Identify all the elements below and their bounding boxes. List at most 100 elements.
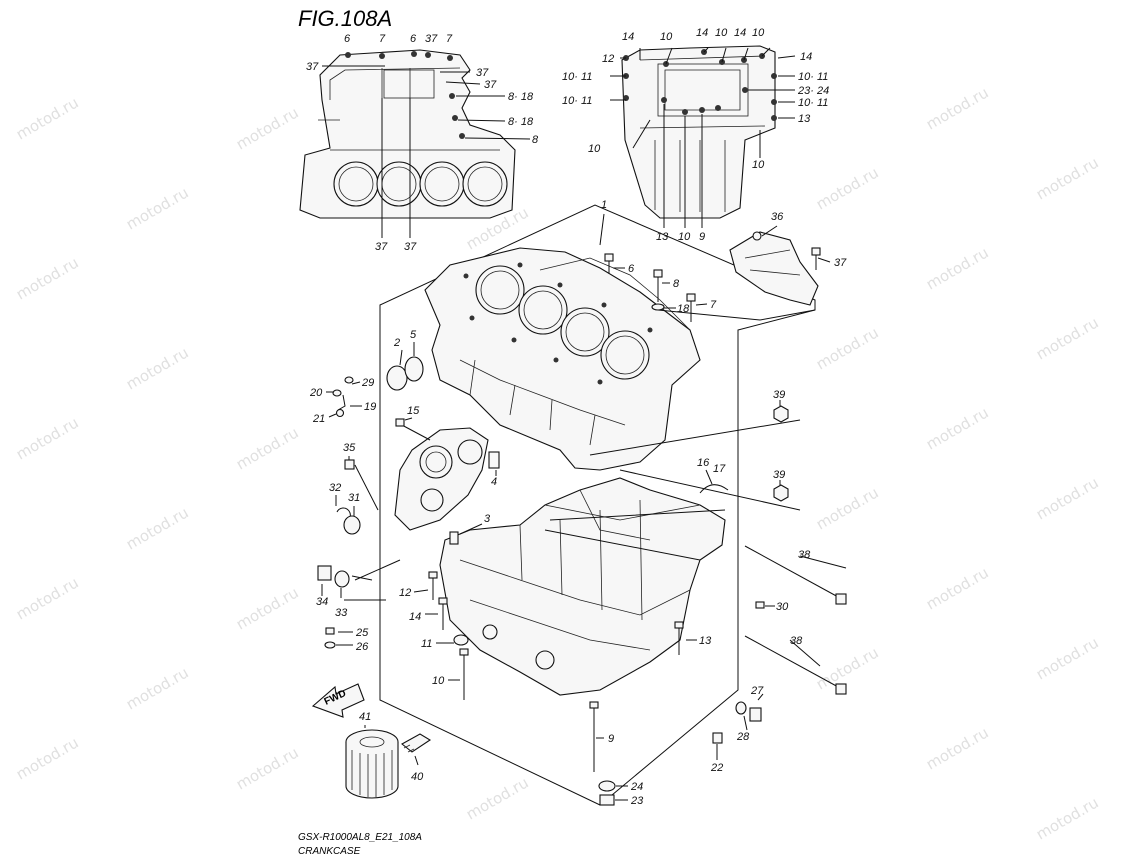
- watermark: motod.ru: [233, 103, 302, 153]
- callout: 21: [312, 413, 325, 425]
- callout: 10: [752, 27, 765, 39]
- callout: 22: [710, 762, 723, 774]
- watermark: motod.ru: [123, 663, 192, 713]
- callout: 13: [798, 113, 811, 125]
- watermark: motod.ru: [13, 413, 82, 463]
- callout: 14: [696, 27, 708, 39]
- watermark: motod.ru: [13, 573, 82, 623]
- watermark: motod.ru: [1033, 793, 1102, 843]
- watermark: motod.ru: [463, 773, 532, 823]
- watermark: motod.ru: [233, 583, 302, 633]
- callout: 30: [776, 601, 789, 613]
- callout: 28: [736, 731, 750, 743]
- assembly-boundary-frame: [379, 204, 816, 806]
- watermark: motod.ru: [233, 423, 302, 473]
- callout: 6: [410, 33, 417, 45]
- watermark: motod.ru: [233, 743, 302, 793]
- callout: 33: [335, 607, 348, 619]
- oil-pump: [394, 427, 489, 531]
- callout: 16: [697, 457, 710, 469]
- watermark: motod.ru: [923, 83, 992, 133]
- forward-direction-arrow: FWD: [311, 683, 365, 718]
- callout: 15: [407, 405, 420, 417]
- watermark: motod.ru: [1033, 313, 1102, 363]
- callout: 24: [630, 781, 643, 793]
- callout-labels: 6 7 6 37 7 37 37 37 8· 18 8· 18 8 37 37 …: [306, 27, 847, 807]
- figure-code: GSX-R1000AL8_E21_108A: [298, 832, 422, 843]
- callout: 14: [800, 51, 812, 63]
- callout: 8· 18: [508, 116, 534, 128]
- callout: 37: [425, 33, 438, 45]
- callout: 37: [834, 257, 847, 269]
- callout: 12: [399, 587, 411, 599]
- watermark: motod.ru: [813, 163, 882, 213]
- callout: 10: [588, 143, 601, 155]
- callout: 38: [790, 635, 803, 647]
- callout: 35: [343, 442, 356, 454]
- watermark: motod.ru: [923, 563, 992, 613]
- callout: 39: [773, 389, 785, 401]
- watermark: motod.ru: [123, 183, 192, 233]
- callout: 8: [532, 134, 539, 146]
- callout: 20: [309, 387, 323, 399]
- watermark: motod.ru: [13, 93, 82, 143]
- watermark: motod.ru: [1033, 633, 1102, 683]
- callout: 14: [734, 27, 746, 39]
- watermark: motod.ru: [123, 503, 192, 553]
- watermark: motod.ru: [13, 253, 82, 303]
- callout: 8· 18: [508, 91, 534, 103]
- upper-crankcase: [424, 247, 701, 471]
- callout: 2: [393, 337, 400, 349]
- watermark: motod.ru: [813, 643, 882, 693]
- callout: 11: [421, 638, 432, 650]
- callout: 34: [316, 596, 328, 608]
- inset-upper-crankcase-top-view: [299, 49, 531, 238]
- callout: 6: [344, 33, 351, 45]
- callout: 8: [673, 278, 680, 290]
- callout: 10· 11: [798, 97, 828, 109]
- callout: 23: [630, 795, 644, 807]
- callout: 4: [491, 476, 497, 488]
- callout: 14: [622, 31, 634, 43]
- callout: 37: [476, 67, 489, 79]
- watermark: motod.ru: [1033, 473, 1102, 523]
- callout: 18: [677, 303, 690, 315]
- callout: 37: [404, 241, 417, 253]
- callout: 12: [602, 53, 614, 65]
- callout: 17: [713, 463, 726, 475]
- callout: 10: [660, 31, 673, 43]
- leader-lines: [321, 213, 847, 801]
- watermark-layer: motod.ru motod.ru motod.ru motod.ru moto…: [13, 83, 1102, 843]
- callout: 41: [359, 711, 371, 723]
- callout: 27: [750, 685, 764, 697]
- callout: 39: [773, 469, 785, 481]
- callout: 10: [432, 675, 445, 687]
- watermark: motod.ru: [923, 403, 992, 453]
- callout: 37: [484, 79, 497, 91]
- callout: 10· 11: [562, 71, 592, 83]
- figure-title: FIG.108A: [298, 6, 392, 31]
- callout: 32: [329, 482, 341, 494]
- callout: 37: [306, 61, 319, 73]
- callout: 10· 11: [562, 95, 592, 107]
- watermark: motod.ru: [1033, 153, 1102, 203]
- callout: 7: [379, 33, 386, 45]
- callout: 9: [699, 231, 705, 243]
- watermark: motod.ru: [13, 733, 82, 783]
- callout: 37: [375, 241, 388, 253]
- callout: 7: [446, 33, 453, 45]
- callout: 10· 11: [798, 71, 828, 83]
- inset-lower-crankcase-bottom-view: [610, 45, 796, 228]
- callout: 19: [364, 401, 376, 413]
- watermark: motod.ru: [813, 483, 882, 533]
- callout: 29: [361, 377, 374, 389]
- watermark: motod.ru: [923, 243, 992, 293]
- callout: 13: [699, 635, 712, 647]
- callout: 36: [771, 211, 784, 223]
- callout: 6: [628, 263, 635, 275]
- callout: 40: [411, 771, 424, 783]
- callout: 10: [678, 231, 691, 243]
- watermark: motod.ru: [813, 323, 882, 373]
- callout: 1: [601, 199, 607, 211]
